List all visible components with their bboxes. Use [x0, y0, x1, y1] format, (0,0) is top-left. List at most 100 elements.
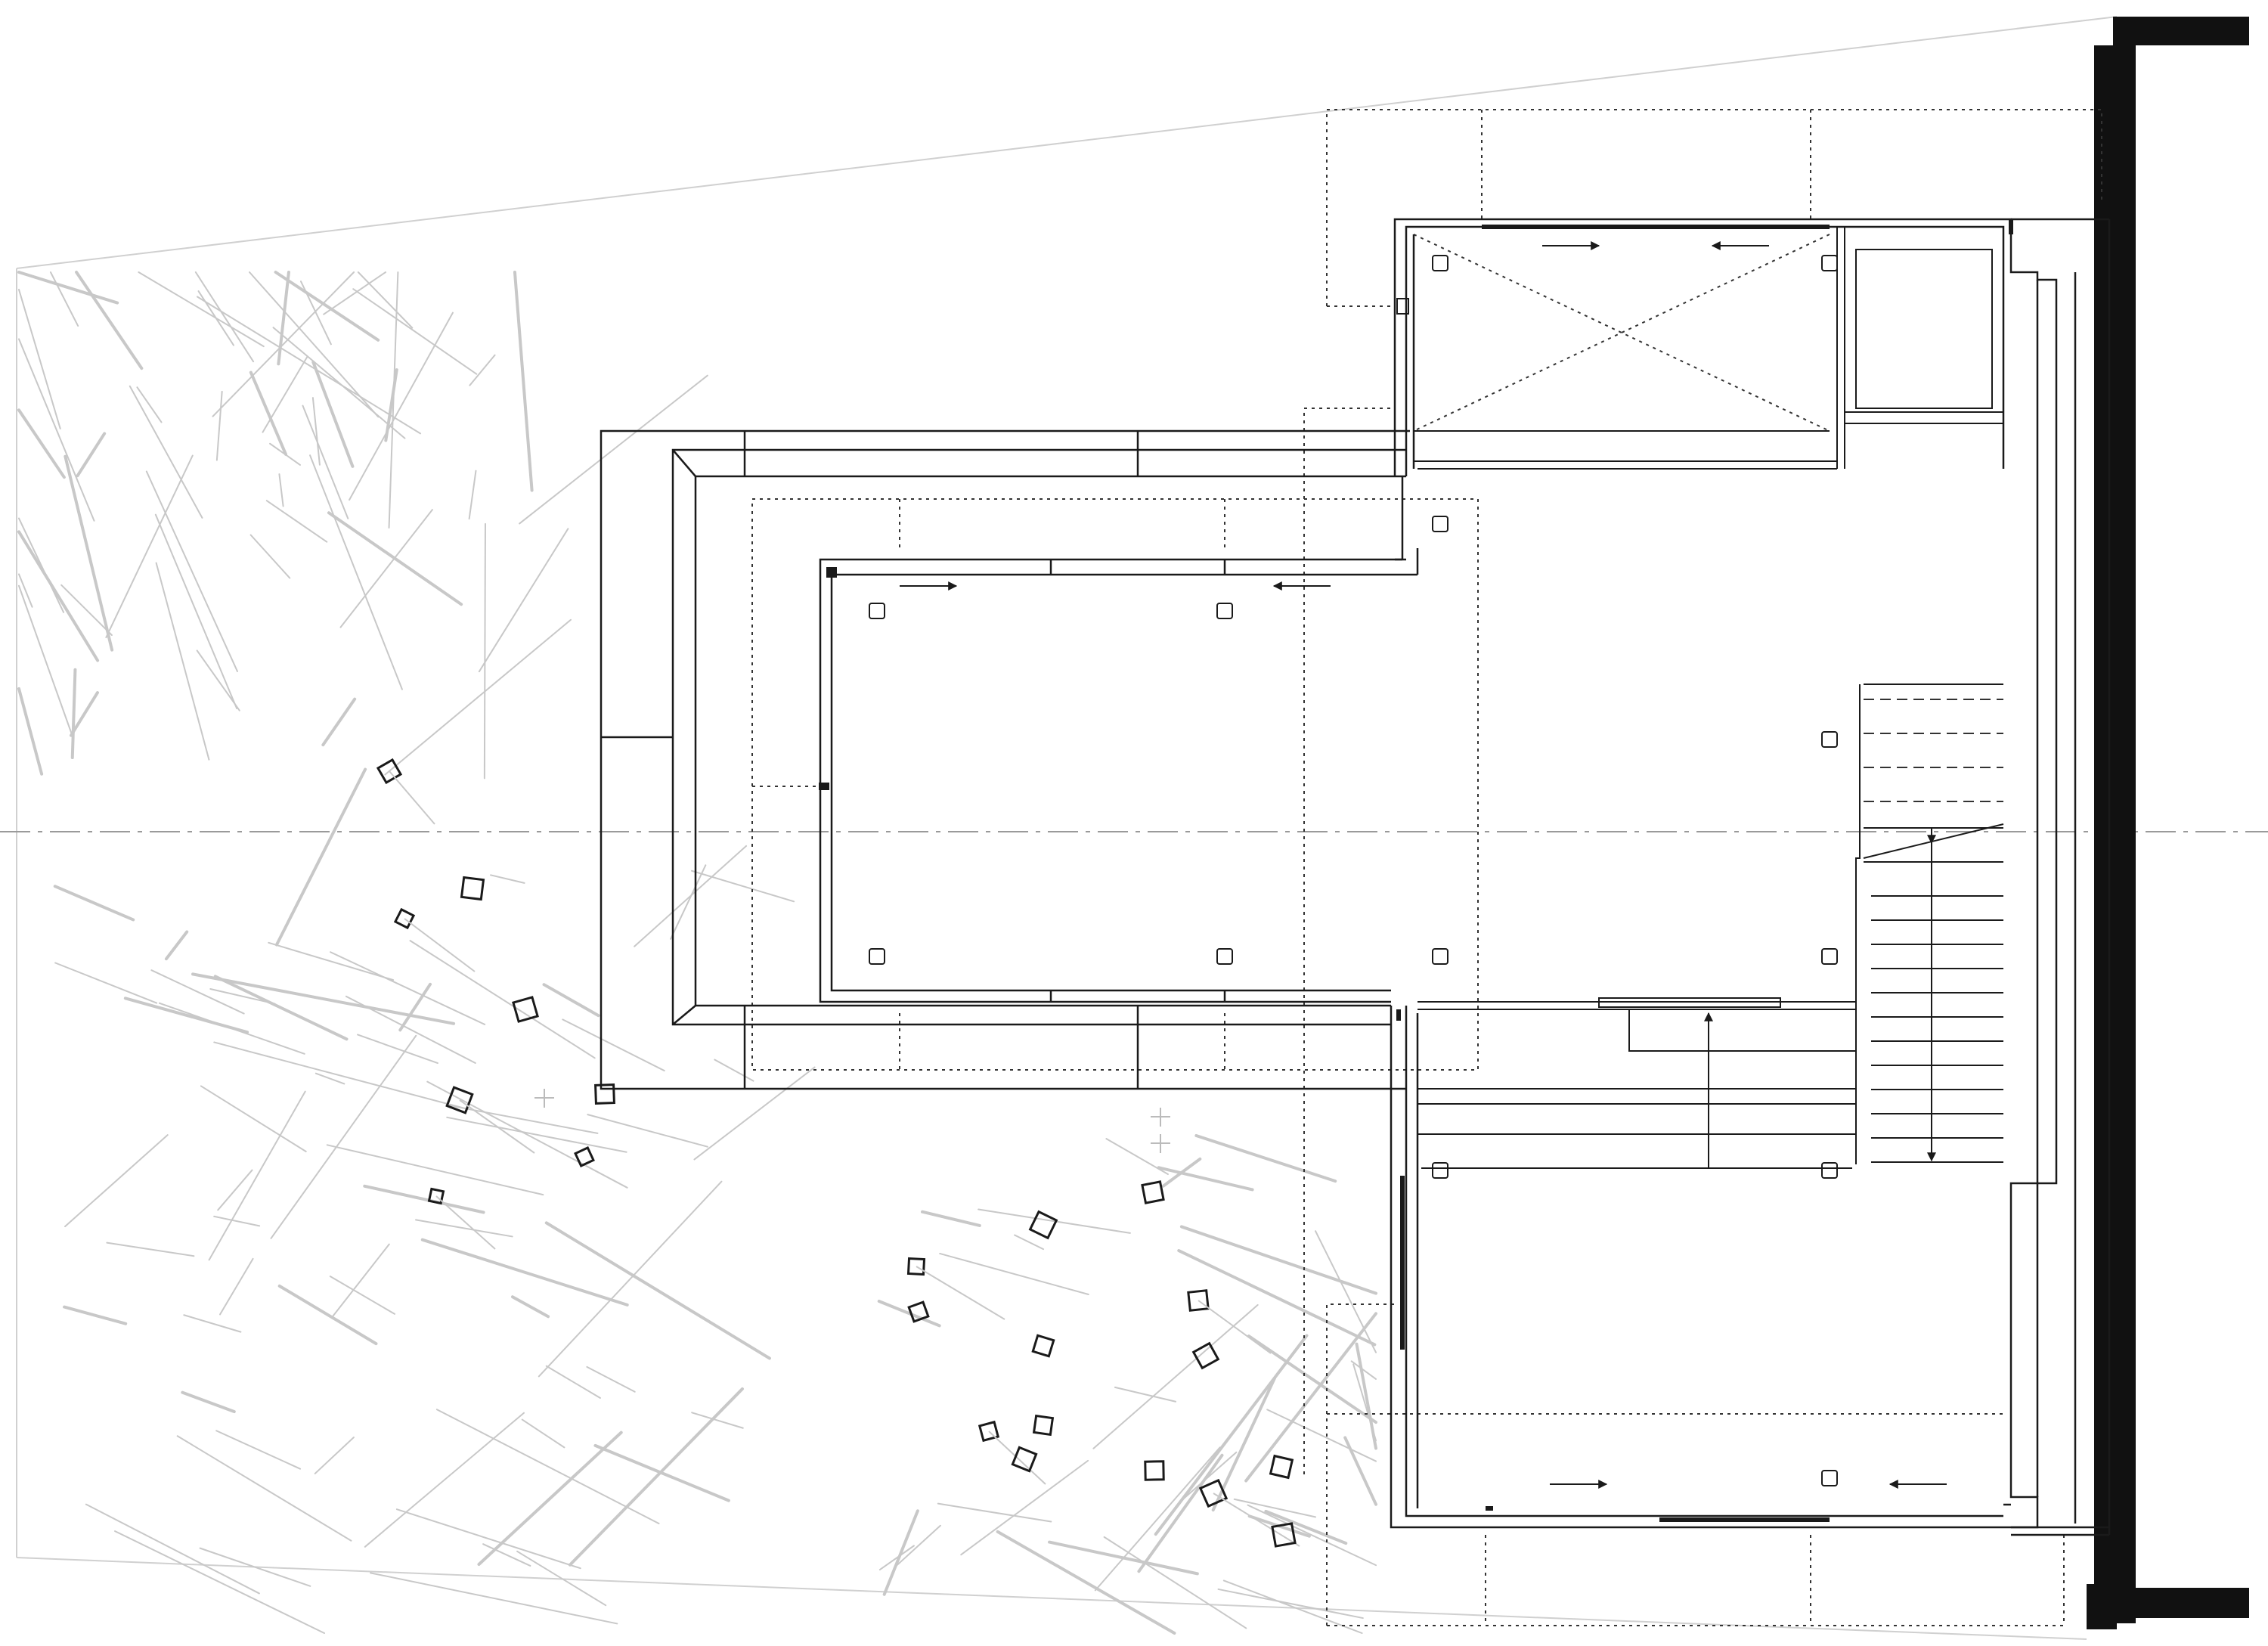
ground-stroke — [249, 534, 291, 579]
ground-stroke — [349, 312, 454, 501]
rock-shadow — [459, 1099, 535, 1154]
ground-stroke — [415, 1219, 513, 1238]
ground-stroke — [277, 1284, 378, 1346]
column-marker — [1432, 948, 1448, 965]
ground-stroke — [1266, 1409, 1377, 1462]
ground-stroke — [323, 271, 387, 315]
sliding-door-arrows — [900, 241, 1947, 1489]
kitchen-counter — [1418, 997, 1857, 1169]
ground-stroke — [18, 573, 33, 608]
rock-shadow — [1198, 1300, 1272, 1354]
ground-stroke — [468, 470, 477, 520]
column-markers — [869, 255, 1838, 1486]
rock-shadow — [435, 1195, 496, 1250]
ground-stroke — [1350, 1360, 1377, 1380]
living-room-walls — [819, 476, 1418, 1003]
ground-stroke — [145, 470, 238, 672]
ground-stroke — [489, 874, 525, 884]
landscape-rock — [1028, 1210, 1058, 1240]
ground-stroke — [352, 288, 478, 375]
ground-stroke — [249, 271, 380, 418]
ground-stroke — [568, 1387, 744, 1567]
ground-stroke — [1181, 1451, 1238, 1501]
retaining-wall — [2087, 17, 2249, 1629]
landscape-rock — [512, 996, 539, 1023]
ground-stroke — [1194, 1133, 1337, 1183]
ground-stroke — [114, 1530, 325, 1634]
ground-stroke — [1244, 1312, 1377, 1483]
column-marker — [1821, 1162, 1838, 1179]
ground-stroke — [357, 1034, 438, 1065]
ground-stroke — [587, 1114, 708, 1148]
ground-stroke — [155, 562, 210, 761]
ground-stroke — [878, 1545, 915, 1571]
terrace-wall — [600, 429, 1410, 1090]
rock-shadow — [389, 770, 435, 825]
ground-texture — [17, 271, 1377, 1635]
ground-stroke — [1247, 1504, 1377, 1567]
ground-stroke — [274, 767, 367, 947]
ground-stroke — [262, 355, 308, 433]
landscape-rock — [1271, 1522, 1297, 1548]
ground-stroke — [1092, 1303, 1259, 1449]
ground-stroke — [18, 288, 61, 429]
ground-stroke — [364, 1412, 525, 1548]
ground-stroke — [54, 962, 158, 1004]
ground-stroke — [939, 1252, 1089, 1295]
lower-room-glazing — [1396, 1009, 1830, 1522]
ground-stroke — [215, 1430, 302, 1470]
ground-stroke — [150, 969, 245, 1015]
landscape-rock — [1032, 1414, 1055, 1437]
ground-stroke — [215, 390, 223, 461]
ground-stroke — [311, 360, 355, 468]
ground-stroke — [18, 517, 65, 613]
column-marker — [1432, 1162, 1448, 1179]
ground-stroke — [176, 1435, 352, 1542]
ground-stroke — [17, 408, 66, 479]
ground-stroke — [445, 1104, 599, 1134]
ground-stroke — [937, 1502, 1052, 1523]
ground-stroke — [478, 528, 569, 673]
column-marker — [869, 948, 885, 965]
ground-stroke — [1048, 1540, 1199, 1576]
ground-stroke — [64, 454, 114, 652]
ground-stroke — [477, 1431, 623, 1566]
ground-stroke — [690, 869, 795, 903]
site-boundary — [16, 16, 2118, 1640]
ground-stroke — [693, 1066, 816, 1161]
ground-stroke — [85, 1503, 260, 1595]
ground-stroke — [300, 281, 332, 346]
ground-stroke — [136, 386, 163, 423]
ground-stroke — [345, 995, 476, 1064]
column-marker — [1216, 948, 1233, 965]
plant-symbols — [534, 1089, 1170, 1153]
ground-stroke — [996, 1530, 1176, 1635]
landscape-rock — [574, 1146, 595, 1167]
ground-stroke — [409, 940, 596, 1059]
ground-stroke — [1233, 1498, 1316, 1518]
ground-stroke — [219, 1257, 254, 1316]
ground-stroke — [398, 982, 432, 1032]
landscape-rock — [1141, 1180, 1165, 1204]
ground-stroke — [277, 271, 290, 366]
ground-stroke — [76, 432, 107, 478]
ground-stroke — [212, 271, 355, 417]
ground-stroke — [302, 405, 349, 519]
ground-stroke — [482, 1543, 531, 1567]
ground-stroke — [200, 1085, 307, 1153]
ground-stroke — [1103, 1536, 1247, 1629]
ground-stroke — [64, 1134, 169, 1228]
ground-stroke — [18, 338, 95, 522]
ground-stroke — [388, 271, 399, 529]
ground-stroke — [208, 1090, 306, 1261]
ground-stroke — [426, 1080, 628, 1189]
ground-stroke — [154, 513, 238, 709]
rock-shadow — [988, 1431, 1046, 1485]
ground-stroke — [516, 1550, 607, 1607]
ground-stroke — [1264, 1509, 1348, 1545]
ground-stroke — [1177, 1249, 1377, 1347]
ground-stroke — [363, 1184, 485, 1214]
ground-stroke — [213, 1041, 466, 1110]
ground-stroke — [18, 584, 73, 736]
